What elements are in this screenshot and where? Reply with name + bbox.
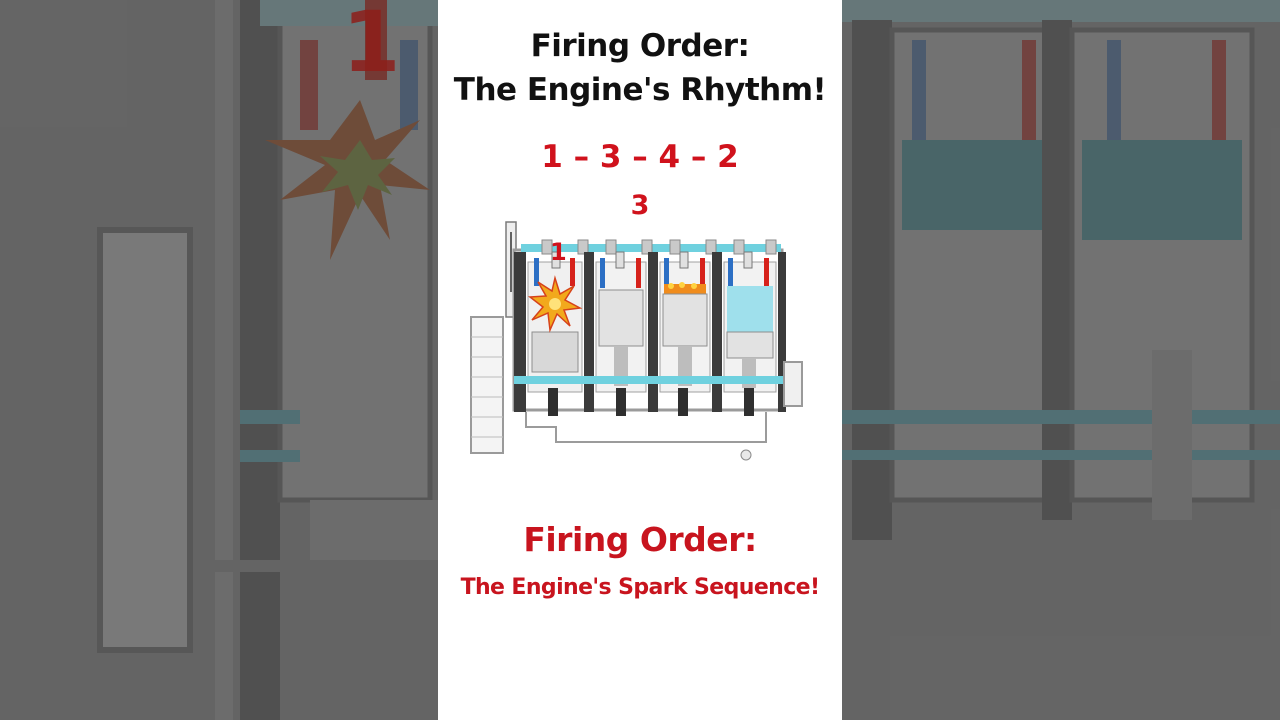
background-dim-overlay: [0, 0, 438, 720]
current-cylinder-number: 3: [630, 190, 650, 221]
cylinder-2: [595, 251, 647, 393]
flywheel: [470, 316, 504, 454]
crank-pulley: [783, 361, 803, 407]
cylinder-3: [659, 251, 711, 393]
main-title-line2: The Engine's Rhythm!: [453, 72, 827, 108]
video-frame: Firing Order: The Engine's Rhythm! 1 – 3…: [438, 0, 842, 720]
main-title: Firing Order: The Engine's Rhythm!: [438, 24, 842, 112]
engine-diagram: 1: [470, 221, 803, 461]
background-dim-overlay: [842, 0, 1280, 720]
cylinder-4: [723, 251, 777, 393]
main-title-line1: Firing Order:: [530, 28, 750, 64]
subtitle-heading: Firing Order:: [523, 520, 757, 559]
drain-plug: [740, 449, 752, 461]
cylinder-1: [527, 251, 583, 393]
firing-sequence: 1 – 3 – 4 – 2: [541, 139, 739, 175]
oil-pan: [525, 412, 767, 443]
cylinder-1-label: 1: [550, 238, 567, 266]
background-cylinder-label: 1: [342, 0, 401, 91]
background-right-panel: [842, 0, 1280, 720]
crankshaft: [514, 376, 784, 384]
background-left-panel: [0, 0, 438, 720]
subtitle-tagline: The Engine's Spark Sequence!: [460, 575, 820, 600]
